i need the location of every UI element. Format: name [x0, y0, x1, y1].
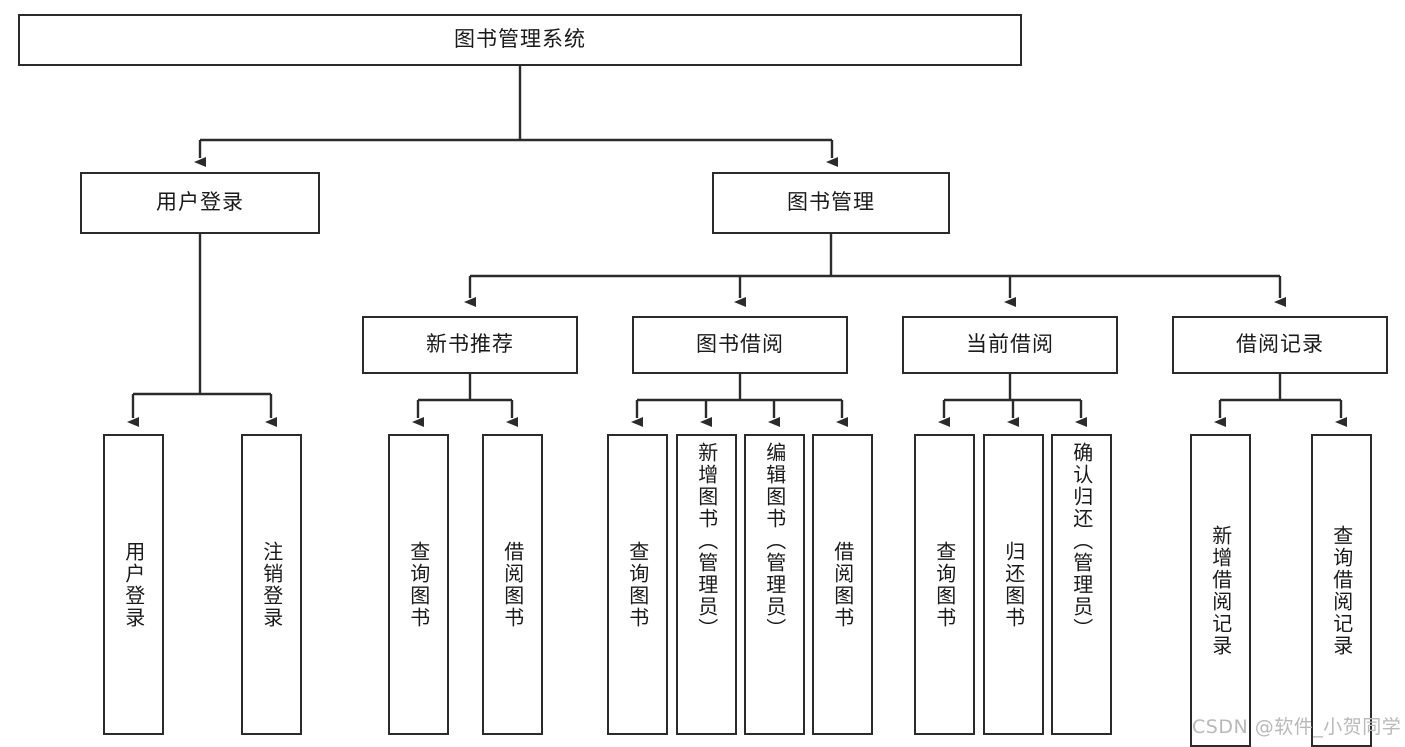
leaf-user-login[interactable]: 用户登录 — [103, 434, 164, 735]
leaf-confirm-return-admin[interactable]: 确认归还（管理员） — [1051, 434, 1112, 735]
node-current-borrow-label: 当前借阅 — [966, 332, 1054, 357]
leaf-query-book-borrow[interactable]: 查询图书 — [607, 434, 668, 735]
node-borrow-record-label: 借阅记录 — [1236, 332, 1324, 357]
leaf-borrow-book-recommend[interactable]: 借阅图书 — [482, 434, 543, 735]
node-book-management-label: 图书管理 — [787, 190, 875, 215]
leaf-logout[interactable]: 注销登录 — [241, 434, 302, 735]
leaf-add-book-admin[interactable]: 新增图书（管理员） — [676, 434, 737, 735]
node-new-book-recommend-label: 新书推荐 — [426, 332, 514, 357]
leaf-edit-book-admin[interactable]: 编辑图书（管理员） — [744, 434, 805, 735]
node-new-book-recommend[interactable]: 新书推荐 — [362, 316, 578, 374]
node-root[interactable]: 图书管理系统 — [18, 14, 1022, 66]
node-root-label: 图书管理系统 — [454, 27, 586, 52]
leaf-borrow-book[interactable]: 借阅图书 — [812, 434, 873, 735]
node-borrow-record[interactable]: 借阅记录 — [1172, 316, 1388, 374]
leaf-query-book-current[interactable]: 查询图书 — [914, 434, 975, 735]
node-user-login-label: 用户登录 — [156, 190, 244, 215]
leaf-return-book[interactable]: 归还图书 — [983, 434, 1044, 735]
leaf-query-book-recommend[interactable]: 查询图书 — [388, 434, 449, 735]
leaf-query-borrow-record[interactable]: 查询借阅记录 — [1311, 434, 1372, 747]
node-book-management[interactable]: 图书管理 — [712, 172, 950, 234]
watermark: CSDN @软件_小贺同学 — [1192, 716, 1402, 738]
node-current-borrow[interactable]: 当前借阅 — [902, 316, 1118, 374]
node-user-login[interactable]: 用户登录 — [80, 172, 320, 234]
leaf-add-borrow-record[interactable]: 新增借阅记录 — [1190, 434, 1251, 747]
node-book-borrow-label: 图书借阅 — [696, 332, 784, 357]
node-book-borrow[interactable]: 图书借阅 — [632, 316, 848, 374]
